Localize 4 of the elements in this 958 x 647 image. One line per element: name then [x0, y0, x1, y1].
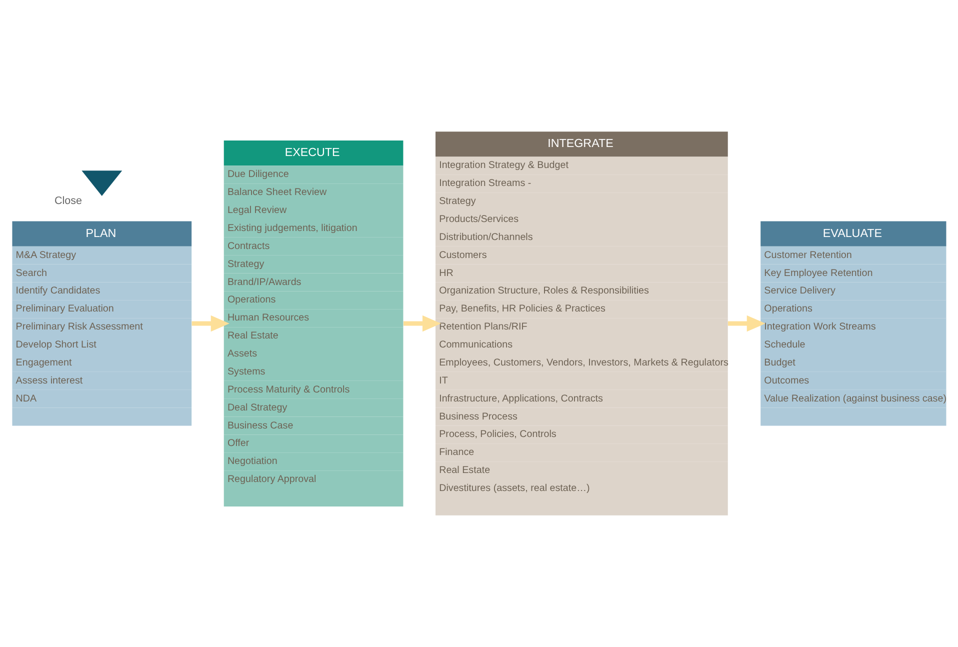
arrow: [728, 315, 766, 332]
arrow: [192, 315, 230, 332]
node-label: Close: [54, 194, 82, 207]
arrow: [404, 315, 442, 332]
